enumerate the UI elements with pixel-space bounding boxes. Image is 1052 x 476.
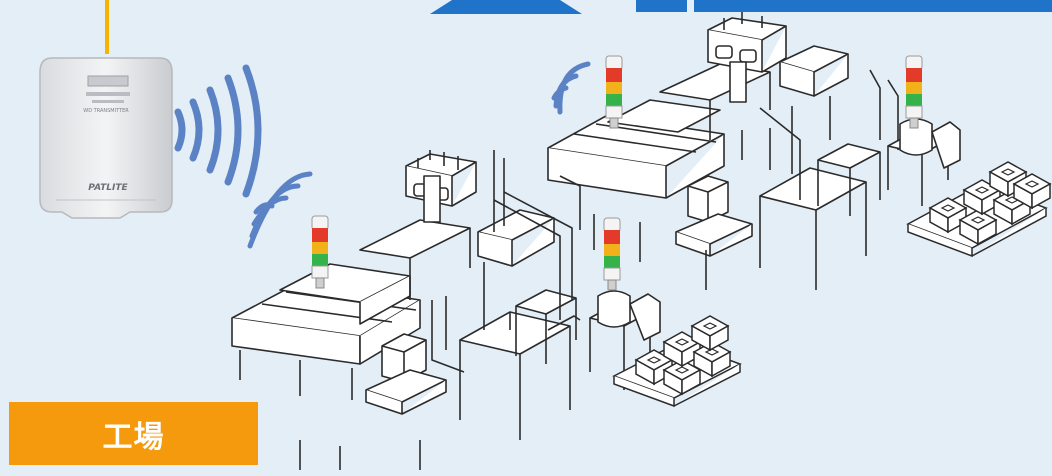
- factory-machine-icon: [231, 12, 961, 470]
- signal-tower-light-icon: [905, 55, 923, 129]
- cable-line: [105, 0, 109, 54]
- header-blue-bar: [694, 0, 1052, 12]
- signal-wave-icon: [247, 171, 313, 249]
- header-triangle-shape: [430, 0, 582, 14]
- area-label-text: 工場: [102, 419, 165, 455]
- signal-wave-icon: [174, 64, 262, 198]
- wireless-gateway-icon: WD TRANSMITTER PATLITE: [39, 57, 173, 219]
- signal-tower-light-icon: [603, 217, 621, 291]
- gateway-brand-label: PATLITE: [88, 183, 128, 193]
- pallet-boxes-icon: [612, 315, 742, 408]
- signal-tower-light-icon: [311, 215, 329, 289]
- svg-text:WD TRANSMITTER: WD TRANSMITTER: [83, 108, 129, 114]
- area-label-badge: 工場: [9, 402, 258, 465]
- signal-wave-icon: [551, 61, 591, 115]
- header-square-icon: [636, 0, 687, 12]
- signal-tower-light-icon: [605, 55, 623, 129]
- pallet-boxes-icon: [906, 161, 1051, 258]
